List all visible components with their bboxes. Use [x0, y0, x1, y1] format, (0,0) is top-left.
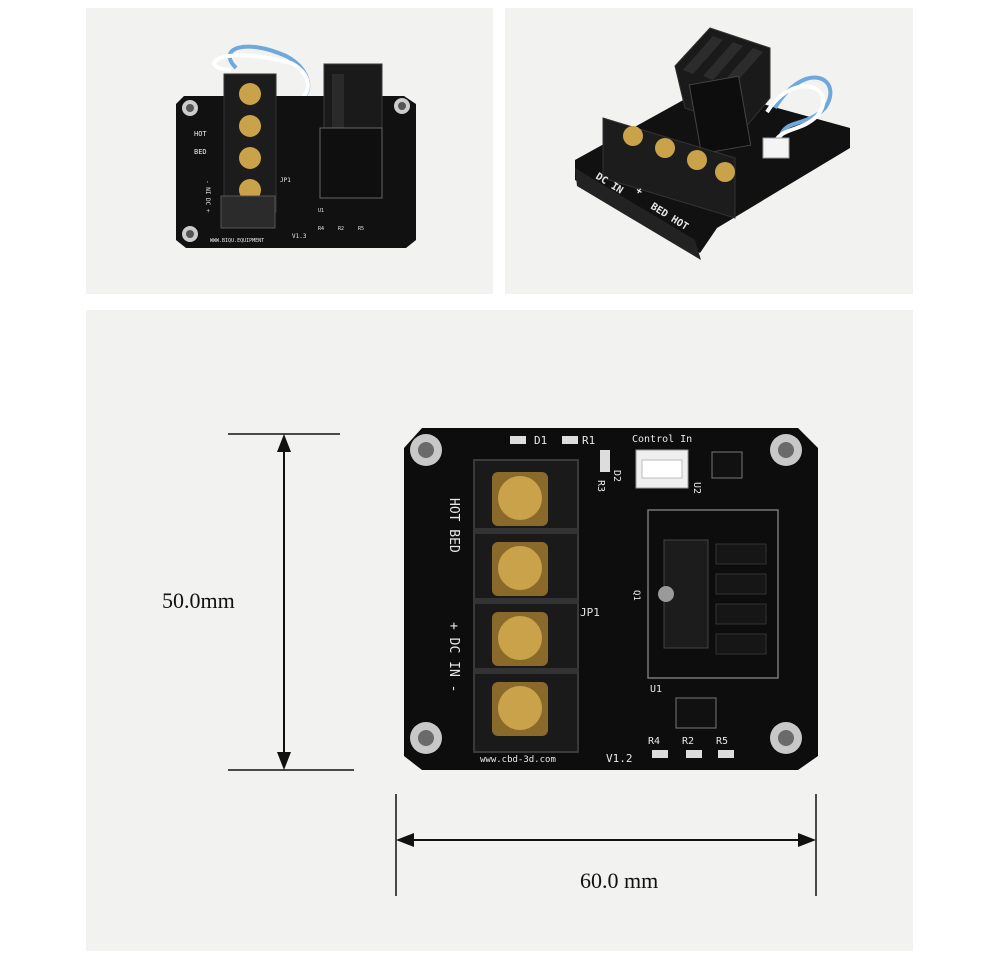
label-r4: R4: [318, 226, 324, 232]
label-plus: +: [633, 185, 644, 198]
heatsink-outline: [647, 509, 779, 679]
photo-top-right: DC IN + BED HOT: [505, 8, 913, 294]
label-u2: U2: [691, 482, 702, 494]
arrow-left-icon: [396, 833, 414, 847]
label-r2: R2: [338, 226, 344, 232]
pcb-photo-angle-2: DC IN + BED HOT: [575, 27, 850, 260]
label-r3: R3: [595, 480, 606, 492]
arrow-up-icon: [277, 434, 291, 452]
label-r4: R4: [648, 736, 660, 747]
arrow-down-icon: [277, 752, 291, 770]
label-website: WWW.BIQU.EQUIPMENT: [210, 238, 264, 244]
label-hot: HOT: [194, 130, 207, 138]
label-jp1: JP1: [580, 606, 600, 619]
pcb-photo-angle-1: HOT BED - NI DC + JP1 WWW.BIQU.EQUIPMENT…: [176, 44, 416, 248]
label-r5: R5: [358, 226, 364, 232]
wire-white: [212, 53, 310, 105]
brass-screw-terminals: [492, 472, 548, 736]
wire-white: [765, 84, 826, 147]
label-jp1: JP1: [280, 177, 291, 184]
u1-chip: [675, 697, 717, 729]
label-q1: Q1: [631, 590, 641, 601]
mounting-holes: [410, 434, 802, 754]
mosfet-screw: [658, 586, 674, 602]
terminal-block: [602, 117, 736, 219]
pcb-board: [404, 428, 818, 770]
label-u1: U1: [650, 684, 662, 695]
label-r1: R1: [582, 434, 595, 447]
pcb-top-view: 50.0mm 60.0 mm: [162, 428, 818, 896]
u2-chip: [711, 451, 743, 479]
label-website: www.cbd-3d.com: [480, 755, 556, 765]
label-dc-in: + DC IN -: [446, 622, 461, 692]
label-r2: R2: [682, 736, 694, 747]
label-version: V1.3: [292, 233, 307, 240]
label-dc-in: - NI DC +: [204, 180, 211, 213]
photo-top-left: HOT BED - NI DC + JP1 WWW.BIQU.EQUIPMENT…: [86, 8, 493, 294]
mosfet-outline: [319, 127, 383, 199]
arrow-right-icon: [798, 833, 816, 847]
photo-main-dimensions: 50.0mm 60.0 mm: [86, 310, 913, 951]
control-connector: [762, 137, 790, 159]
label-bed: BED: [194, 148, 207, 156]
dimension-width-label: 60.0 mm: [580, 868, 658, 893]
label-hot-bed: HOT BED: [446, 498, 461, 553]
heatsink-fins: [715, 543, 767, 655]
dimension-height-label: 50.0mm: [162, 588, 235, 613]
label-r5: R5: [716, 736, 728, 747]
label-u1: U1: [318, 208, 324, 214]
brass-screws: [239, 83, 261, 201]
connector: [220, 195, 276, 229]
label-control-in: Control In: [632, 434, 692, 445]
mosfet: [688, 75, 752, 155]
wire-blue: [773, 75, 833, 139]
smd-resistors: [510, 436, 734, 758]
label-d1: D1: [534, 434, 547, 447]
label-d2: D2: [611, 470, 622, 482]
label-version: V1.2: [606, 752, 633, 765]
